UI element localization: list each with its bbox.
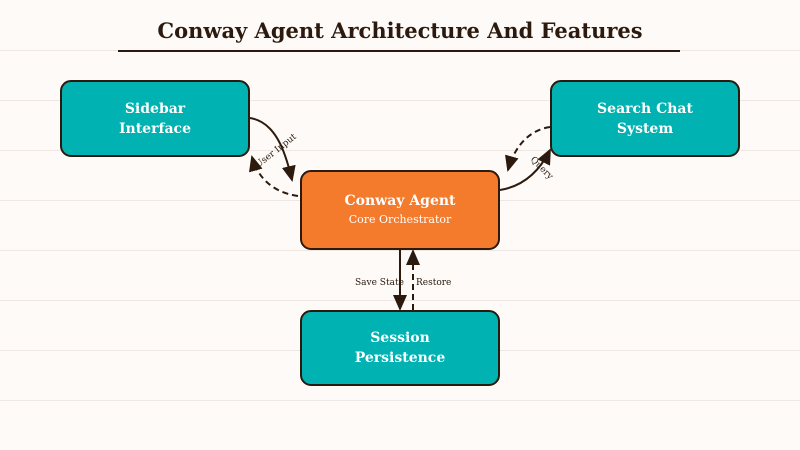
title-underline	[118, 50, 680, 52]
node-label: Conway Agent	[344, 193, 456, 209]
background-rule	[0, 150, 800, 151]
node-sidebar-interface: Sidebar Interface	[60, 80, 250, 157]
edge-label-query: Query	[528, 155, 555, 182]
edge-label-save-state: Save State	[355, 278, 404, 288]
node-label: Session	[370, 330, 430, 346]
node-label: Search Chat	[597, 100, 693, 117]
node-label: Persistence	[354, 350, 446, 366]
edge-agent-to-search	[499, 148, 551, 191]
edge-label-restore: Restore	[416, 278, 451, 288]
background-rule	[0, 100, 800, 101]
node-session-persistence: Session Persistence	[300, 310, 500, 386]
node-subtitle: Core Orchestrator	[348, 213, 452, 226]
node-conway-agent: Conway Agent Core Orchestrator	[300, 170, 500, 250]
edge-search-to-agent	[505, 126, 551, 172]
node-label: Sidebar	[124, 100, 186, 117]
edge-sidebar-to-agent	[249, 117, 296, 182]
node-label: System	[616, 120, 674, 137]
node-search-chat-system: Search Chat System	[550, 80, 740, 157]
edge-agent-to-sidebar	[249, 155, 299, 197]
background-rule	[0, 400, 800, 401]
node-label: Interface	[118, 120, 191, 137]
diagram-title: Conway Agent Architecture And Features	[157, 18, 643, 43]
